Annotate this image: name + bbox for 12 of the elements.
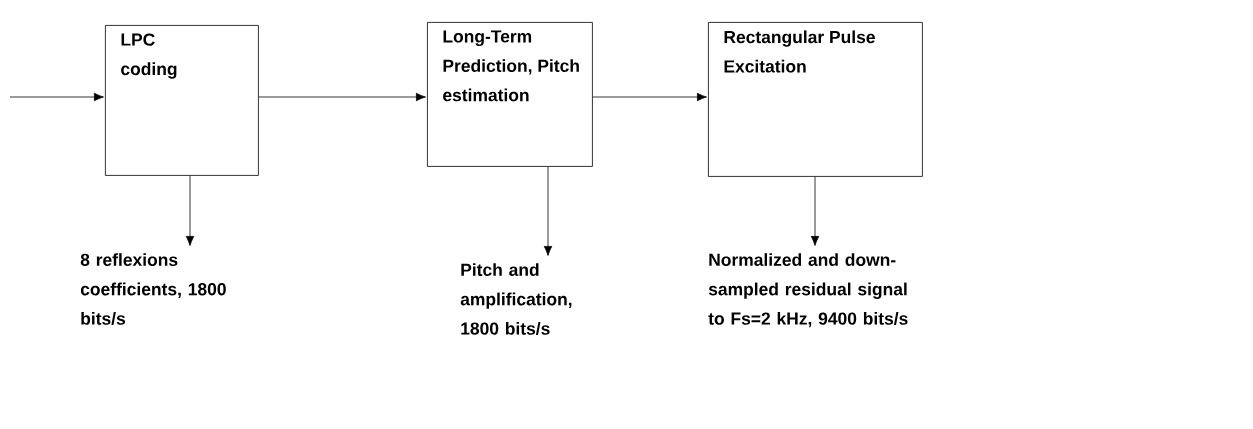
arrow (810, 176, 820, 246)
arrow (185, 175, 195, 246)
process-box: Long-Term Prediction, Pitch estimation (427, 22, 593, 167)
output-label: Pitch and amplification, 1800 bits/s (460, 263, 572, 335)
process-box: Rectangular Pulse Excitation (708, 22, 923, 177)
arrow (592, 92, 707, 102)
arrow (258, 92, 426, 102)
arrow (9, 92, 104, 102)
output-label: 8 reflexions coefficients, 1800 bits/s (80, 253, 226, 325)
process-box: LPC coding (105, 25, 259, 176)
output-label: Normalized and down-sampled residual signal to Fs=2 kHz, 9400 bits/s (708, 253, 908, 328)
arrow (543, 166, 553, 256)
